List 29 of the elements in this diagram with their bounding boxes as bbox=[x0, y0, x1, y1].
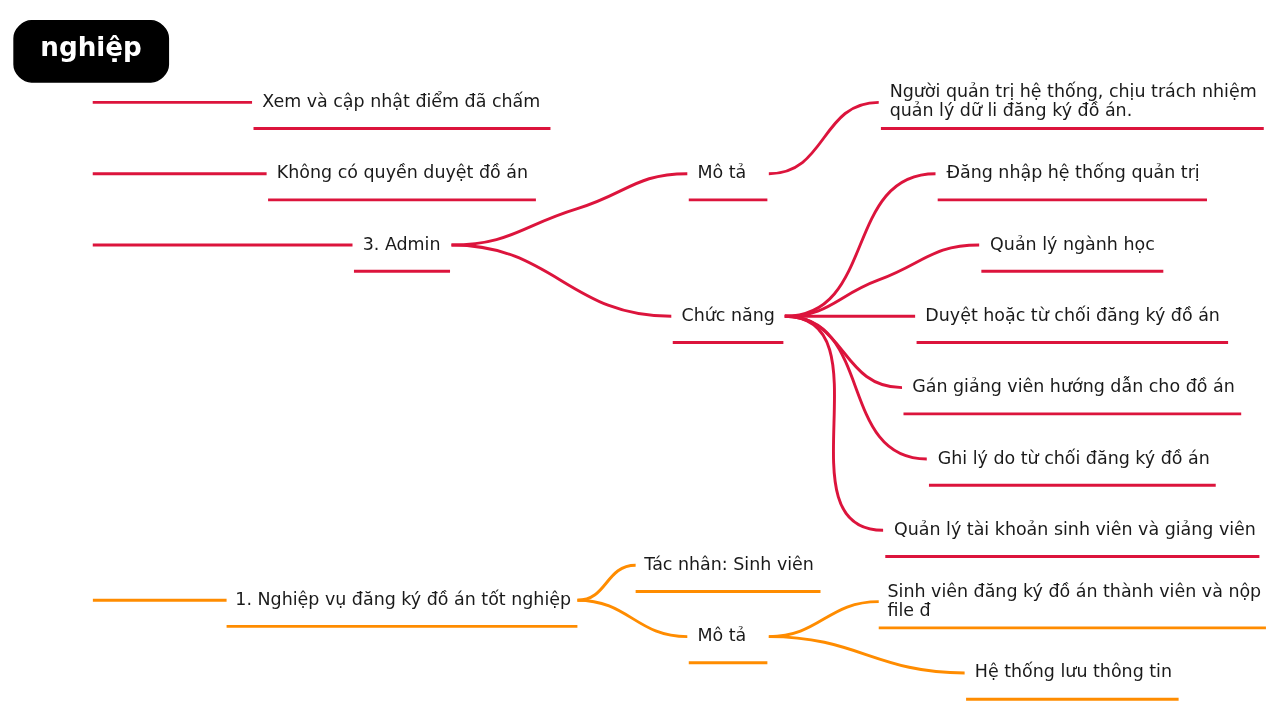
node-text: Gán giảng viên hướng dẫn cho đồ án bbox=[912, 376, 1235, 397]
connector bbox=[92, 598, 227, 602]
connector bbox=[784, 314, 884, 532]
node-text: Quản lý ngành học bbox=[990, 233, 1155, 254]
connector bbox=[577, 563, 636, 602]
node-text: Quản lý tài khoản sinh viên và giảng viên bbox=[894, 518, 1256, 539]
connector bbox=[92, 243, 353, 247]
connector bbox=[92, 100, 253, 104]
node-text: Sinh viên đăng ký đồ án thành viên và nộp file đ bbox=[887, 580, 1262, 620]
node-text: Chức năng bbox=[681, 304, 775, 325]
node-text: Mô tả bbox=[697, 625, 747, 646]
node-text: Người quản trị hệ thống, chịu trách nhiệm quản lý dữ li đăng ký đồ án. bbox=[889, 81, 1257, 121]
node-text: Ghi lý do từ chối đăng ký đồ án bbox=[937, 447, 1210, 468]
node-text: Mô tả bbox=[697, 162, 747, 183]
node-text: Đăng nhập hệ thống quản trị bbox=[946, 162, 1200, 183]
node-text: 1. Nghiệp vụ đăng ký đồ án tốt nghiệp bbox=[235, 588, 572, 609]
node-text: Hệ thống lưu thông tin bbox=[974, 661, 1173, 682]
connector bbox=[92, 172, 267, 176]
node-text: 3. Admin bbox=[362, 233, 441, 254]
connector bbox=[768, 635, 965, 675]
connector bbox=[451, 243, 672, 318]
connector bbox=[577, 598, 688, 639]
node-text: Xem và cập nhật điểm đã chấm bbox=[262, 90, 541, 111]
connector bbox=[768, 100, 879, 176]
node-text: Duyệt hoặc từ chối đăng ký đồ án bbox=[925, 304, 1220, 325]
connector bbox=[451, 172, 688, 247]
node-text: Tác nhân: Sinh viên bbox=[644, 553, 814, 574]
node-box: nghiệp bbox=[13, 20, 170, 83]
node-text: Không có quyền duyệt đồ án bbox=[276, 162, 528, 183]
